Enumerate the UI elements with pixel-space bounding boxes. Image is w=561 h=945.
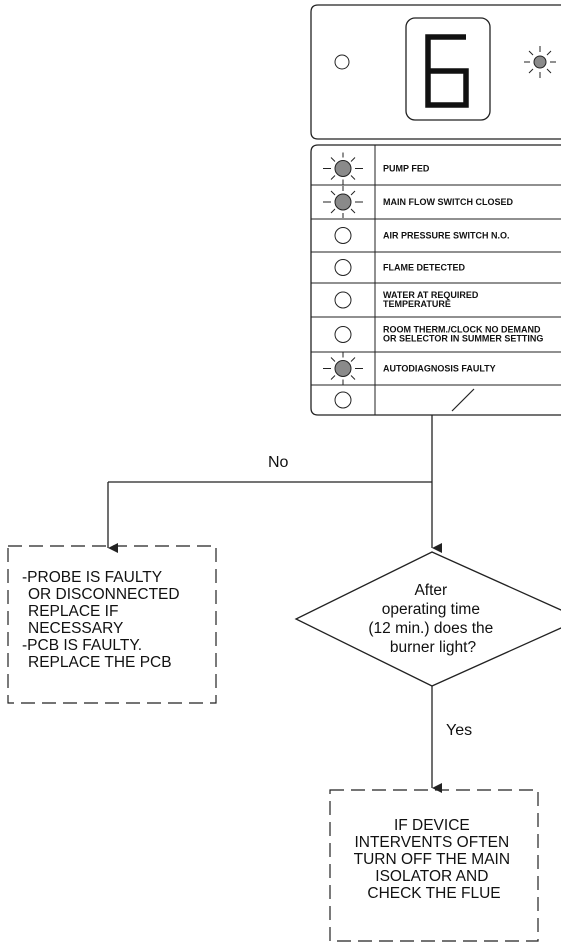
led-lit-icon (323, 186, 363, 218)
panel-row-label-line: TEMPERATURE (383, 299, 451, 309)
panel-row-label-line: FLAME DETECTED (383, 263, 465, 273)
panel-row-label-line: AUTODIAGNOSIS FAULTY (383, 364, 496, 374)
no-result-box: -PROBE IS FAULTY OR DISCONNECTED REPLACE… (7, 545, 217, 704)
led-lit-icon (323, 352, 363, 385)
led-off-icon (334, 326, 352, 343)
panel-row-label: AUTODIAGNOSIS FAULTY (383, 364, 496, 374)
display-led-right-icon (524, 46, 556, 78)
led-lit-icon (323, 152, 363, 185)
no-branch-label: No (268, 454, 289, 471)
led-off-icon (334, 227, 352, 244)
display-led-left-icon (334, 54, 350, 70)
indicator-panel: PUMP FED MAIN FLOW SWITCH CLOSED AIR PRESS… (310, 144, 561, 416)
yes-result-box: IF DEVICE INTERVENTS OFTEN TURN OFF THE … (329, 789, 539, 942)
panel-row-label-line: PUMP FED (383, 164, 430, 174)
display-digit-value: 6 (448, 117, 449, 118)
display-panel: 6 (310, 4, 561, 140)
no-result-text: -PROBE IS FAULTY OR DISCONNECTED REPLACE… (22, 569, 184, 671)
decision-diamond: After operating time (12 min.) does the … (294, 551, 561, 687)
panel-row-label: FLAME DETECTED (383, 263, 465, 273)
decision-text: After operating time (12 min.) does the … (368, 582, 497, 656)
flow-connectors (107, 415, 442, 793)
display-window (405, 17, 491, 121)
seven-segment-digit-icon (425, 34, 469, 108)
panel-row-label-line: WATER AT REQUIRED (383, 290, 479, 300)
led-off-icon (334, 259, 352, 276)
panel-row-label-line: OR SELECTOR IN SUMMER SETTING (383, 334, 543, 344)
panel-row-label-line: AIR PRESSURE SWITCH N.O. (383, 231, 510, 241)
empty-row-slash (451, 388, 475, 412)
yes-result-text: IF DEVICE INTERVENTS OFTEN TURN OFF THE … (354, 817, 515, 902)
panel-row-label: AIR PRESSURE SWITCH N.O. (383, 231, 510, 241)
led-off-icon (334, 291, 352, 309)
led-off-icon (334, 391, 352, 409)
panel-row-label-line: ROOM THERM./CLOCK NO DEMAND (383, 325, 541, 335)
yes-branch-label: Yes (446, 722, 472, 739)
panel-row-label: PUMP FED (383, 164, 430, 174)
panel-row-label-line: MAIN FLOW SWITCH CLOSED (383, 197, 513, 207)
panel-row-label: MAIN FLOW SWITCH CLOSED (383, 197, 513, 207)
